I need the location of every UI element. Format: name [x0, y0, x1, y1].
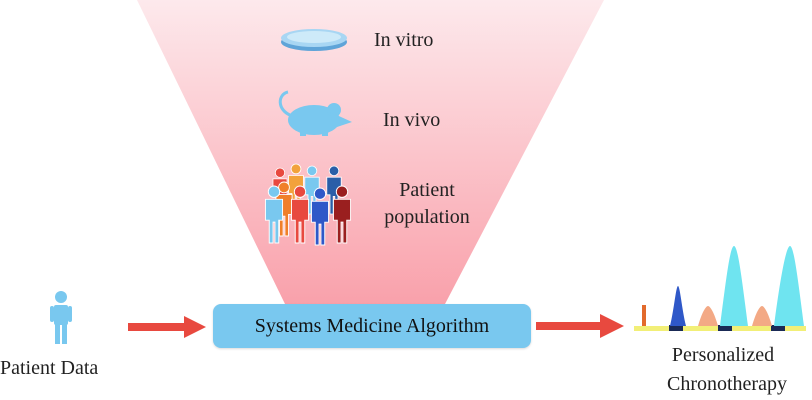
- person-icon: [50, 291, 72, 344]
- arrow-right-icon: [128, 316, 206, 338]
- people-crowd-icon: [264, 163, 352, 246]
- arrow-right-icon: [536, 314, 624, 338]
- population-label-line1: Patient: [399, 179, 455, 201]
- personalized-label: Personalized: [671, 344, 775, 366]
- population-label-line2: population: [384, 206, 470, 228]
- petri-dish-icon: [281, 29, 347, 51]
- in-vitro-label: In vitro: [374, 29, 434, 51]
- person-figure: [310, 187, 330, 246]
- patient-data-label: Patient Data: [0, 357, 99, 379]
- dosing-schedule-icon: [634, 246, 806, 331]
- systems-medicine-algorithm-box: Systems Medicine Algorithm: [213, 304, 531, 348]
- person-figure: [290, 185, 310, 244]
- algorithm-label: Systems Medicine Algorithm: [254, 314, 490, 337]
- person-figure: [332, 185, 352, 244]
- in-vivo-label: In vivo: [383, 109, 441, 131]
- chronotherapy-label: Chronotherapy: [667, 373, 787, 395]
- person-figure: [264, 185, 284, 244]
- mouse-icon: [278, 90, 352, 136]
